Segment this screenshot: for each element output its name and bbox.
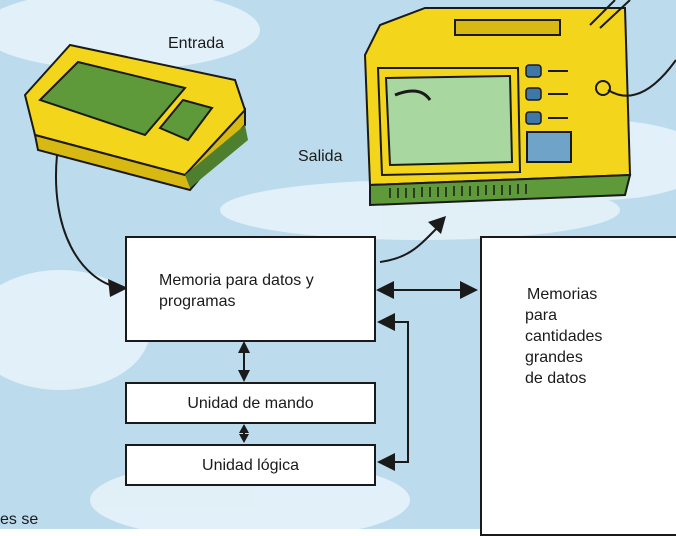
logic-unit-box: Unidad lógica <box>125 444 376 486</box>
mass-storage-line-3: cantidades <box>525 328 603 345</box>
control-unit-box: Unidad de mando <box>125 382 376 424</box>
salida-label: Salida <box>298 148 343 165</box>
logic-unit-label: Unidad lógica <box>202 457 299 474</box>
entrada-label: Entrada <box>168 35 225 52</box>
input-device-icon <box>23 43 248 192</box>
memory-box-line-1: Memoria para datos y <box>159 272 314 289</box>
mass-storage-line-2: para <box>525 307 558 324</box>
mass-storage-line-1: Memorias <box>527 286 598 303</box>
memory-programs-box: Memoria para datos y programas <box>125 236 376 342</box>
arrowheads <box>108 216 478 471</box>
mass-storage-box: Memorias para cantidades grandes de dato… <box>480 236 676 536</box>
partial-body-text: es se <box>0 511 39 528</box>
output-device-icon <box>363 0 676 207</box>
control-unit-label: Unidad de mando <box>187 395 314 412</box>
mass-storage-line-5: de datos <box>525 370 587 387</box>
memory-box-line-2: programas <box>159 293 236 310</box>
mass-storage-line-4: grandes <box>525 349 583 366</box>
